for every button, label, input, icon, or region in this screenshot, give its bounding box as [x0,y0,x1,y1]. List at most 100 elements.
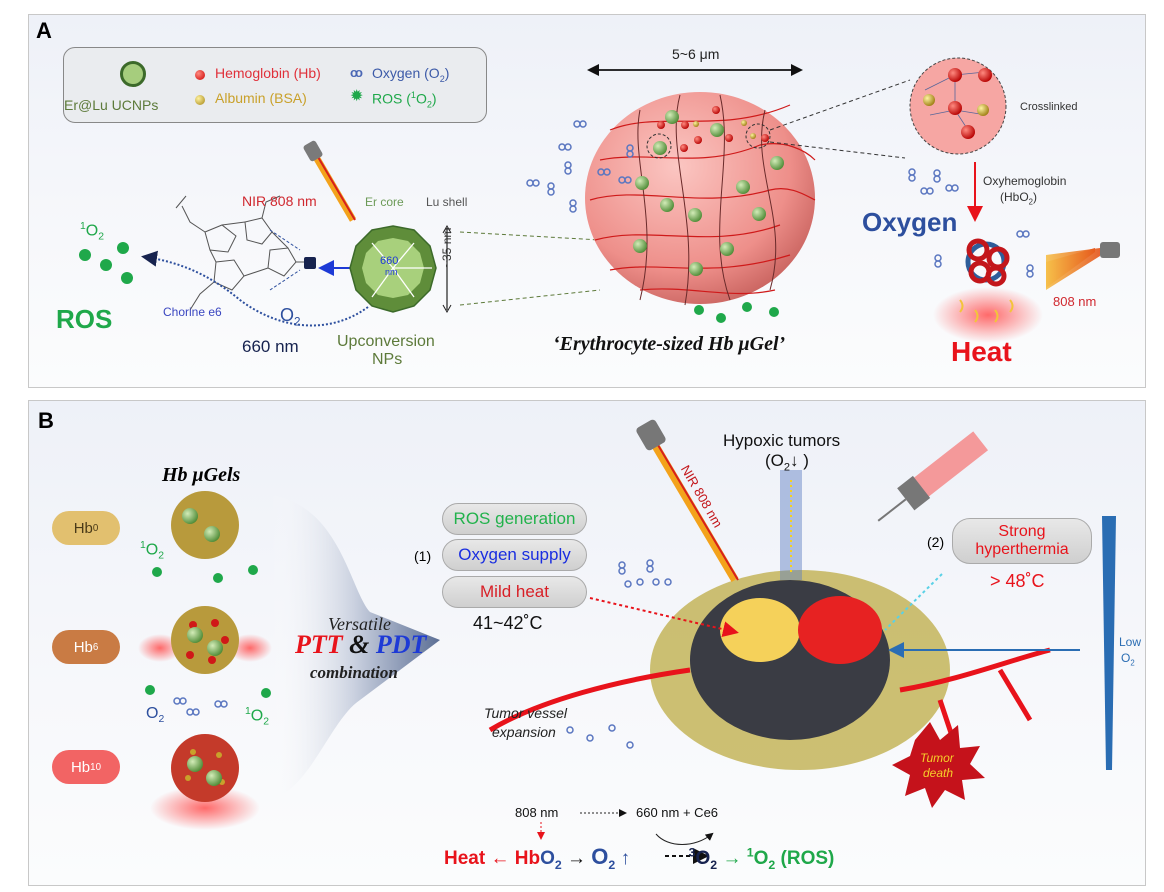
hypoxic-open: (O [765,451,784,470]
pill-mild-heat: Mild heat [442,576,587,608]
oxyhb-sub: 2 [1028,197,1034,207]
pdt-label: PDT [375,630,427,659]
ros-star [117,242,129,254]
ros-star [79,249,91,261]
eq-line: Heat ← HbO2 → O2 ↑ 3O2 → 1O2 (ROS) [444,846,834,871]
tumor-cluster [650,570,950,770]
eq-ros: (ROS) [775,848,835,869]
microgel-hb [657,106,769,152]
photosensitizer-icon [304,257,316,269]
o2-o: O [146,705,159,722]
temp-strong: > 48˚C [990,571,1045,591]
panel-b-label: B [38,408,54,433]
albumin-icon [195,95,205,105]
death-label-1: Tumor [920,751,954,765]
nir-label-a: NIR 808 nm [242,193,317,209]
ucnp-label-2: NPs [372,351,403,368]
oxygen-molecules-b [173,697,228,716]
hemoglobin-icon [195,70,205,80]
legend-oxygen: Oxygen (O2) [372,66,449,84]
eq-hbo: O [540,848,555,869]
laser-808-label-a: 808 nm [1053,294,1097,309]
legend-ros-close: ) [431,90,437,107]
eq-curve-arrow [655,832,714,845]
o2-o: O [280,305,295,325]
mild-heat-arrow [589,597,739,638]
eq-heat: Heat [444,848,486,869]
microgel-title: ‘Erythrocyte-sized Hb μGel’ [553,333,786,355]
hb-sub: 6 [92,641,99,653]
singlet-sub: 2 [98,231,105,243]
lu-shell-label: Lu shell [426,195,468,209]
ucnp-inner-660: 660 [380,255,399,267]
eq-o2-sub: 2 [608,857,616,872]
eq-up-arrow: ↑ [620,848,631,869]
ros-stars-a [694,302,779,323]
legend-oxygen-close: ) [444,65,450,81]
legend-oxygen-text: Oxygen (O [372,65,440,81]
pill-text: ROS generation [453,509,576,528]
pill-text: Strong [998,523,1046,541]
zoom-line [459,231,601,306]
eq-triplet-sub: 2 [710,857,718,872]
pill-text: Mild heat [480,582,549,601]
hypoxic-label-1: Hypoxic tumors [723,431,841,450]
microgel-network-dark [637,94,777,306]
eq-triplet-o: O [695,848,711,869]
singlet-o: O [85,222,99,240]
nir-laser-b [636,419,739,583]
hb-sub: 0 [92,522,99,534]
eq-triplet-sup: 3 [688,845,696,860]
hb-base: Hb [73,519,93,537]
ros-icon: ✹ [350,88,364,105]
oxyhb-text: (HbO [1000,190,1029,204]
o2-label-b6: O2 [146,706,164,726]
eq-o2: O [591,844,609,869]
vessel-label-1: Tumor vessel [484,705,567,721]
o2-sub: 2 [294,315,301,329]
ros-label: ROS [56,304,113,334]
singlet-sup: 1 [245,706,251,717]
emission-label: 660 nm [242,337,299,356]
panel-a-label: A [36,18,52,43]
eq-660: 660 nm + Ce6 [636,805,719,820]
pill-text: Oxygen supply [458,545,571,564]
syringe [877,431,989,522]
tumor-death-burst [892,722,985,808]
oxyhemoglobin-label-1: Oxyhemoglobin [983,174,1067,188]
hb-base: Hb [70,758,91,776]
pill-text: hyperthermia [975,541,1069,558]
hb-sub: 10 [90,761,102,773]
arrow-text-ptt-pdt: PTT & PDT [295,632,426,658]
arrow-text-versatile: Versatile [328,614,391,634]
legend-ros-sub: 2 [426,99,432,110]
legend-oxygen-sub: 2 [439,73,445,84]
ros-star [121,272,133,284]
tumor-vessels [488,647,1051,761]
laser-head-a [1100,242,1120,258]
death-label-2: death [923,766,954,780]
pill-ros-generation: ROS generation [442,503,587,535]
o2-label-a: O2 [280,306,301,328]
oxyhb-close: ) [1033,190,1038,204]
eq-hbo-sub: 2 [554,857,562,872]
hbo2-knot [965,238,1010,287]
hb10-gel [150,734,260,830]
microgel-network [589,104,816,295]
legend-ros-sup: 1 [410,90,416,100]
amp-label: & [342,630,376,659]
crosslinked-label: Crosslinked [1020,101,1078,113]
legend-ros: ROS (1O2) [372,90,437,110]
eq-right-arrow: → [567,848,587,869]
eq-green-arrow: → [722,848,742,869]
gels-title: Hb μGels [162,464,241,486]
singlet-o: O [250,707,264,725]
ucnp-inner-nm: nm [385,267,398,277]
ucnp-particle [349,225,437,313]
legend-hemoglobin: Hemoglobin (Hb) [215,65,321,81]
vessel-label-2: expansion [492,724,556,740]
pill-strong-hyperthermia: Strong hyperthermia [952,518,1092,564]
legend-ros-o: O [415,90,427,107]
